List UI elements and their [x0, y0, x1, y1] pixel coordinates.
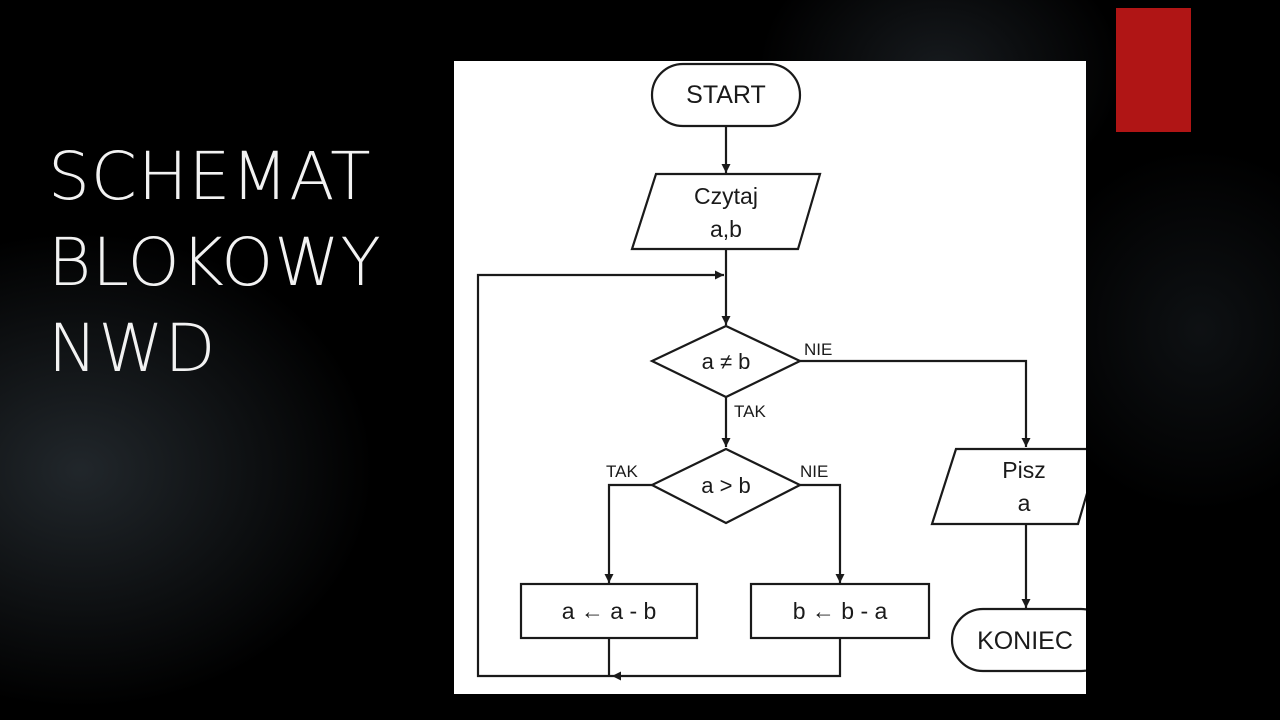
start-label: START — [686, 81, 766, 109]
process-right-label: b ← b - a — [793, 598, 888, 624]
decision2-no-label: NIE — [800, 462, 828, 481]
input-label-line1: Czytaj — [694, 183, 758, 209]
decision2-yes-label: TAK — [606, 462, 638, 481]
decision1-label: a ≠ b — [702, 349, 751, 374]
flow-arrow-right-merge — [612, 638, 842, 681]
flow-arrow-loop-back — [476, 270, 724, 678]
decision2-label: a > b — [701, 473, 751, 498]
process-left-label: a ← a - b — [562, 598, 657, 624]
red-accent-block — [1116, 8, 1191, 132]
output-label-line2: a — [1018, 490, 1031, 516]
title-line-3: NWD — [48, 310, 217, 387]
title-line-1: SCHEMAT — [48, 138, 372, 215]
output-label-line1: Pisz — [1002, 457, 1045, 483]
process-a-minus-b — [519, 582, 699, 640]
decision-a-gt-b — [649, 447, 803, 525]
flowchart-panel: START Czytaj a,b a ≠ b NIE TAK a > b TAK… — [454, 61, 1086, 694]
decision1-no-label: NIE — [804, 340, 832, 359]
input-label-line2: a,b — [710, 216, 742, 242]
flowchart-svg: START Czytaj a,b a ≠ b NIE TAK a > b TAK… — [476, 62, 1086, 681]
input-parallelogram — [630, 172, 822, 251]
flow-arrow-decision2-yes — [604, 483, 652, 583]
output-parallelogram — [930, 447, 1086, 526]
flow-arrow-decision1-no — [800, 359, 1031, 447]
slide-title: SCHEMAT BLOKOWY NWD — [48, 134, 382, 392]
title-line-2: BLOKOWY — [48, 224, 382, 301]
end-terminator — [950, 607, 1086, 673]
decision1-yes-label: TAK — [734, 402, 766, 421]
end-label: KONIEC — [977, 627, 1073, 655]
flow-arrow-decision2-no — [800, 483, 845, 583]
